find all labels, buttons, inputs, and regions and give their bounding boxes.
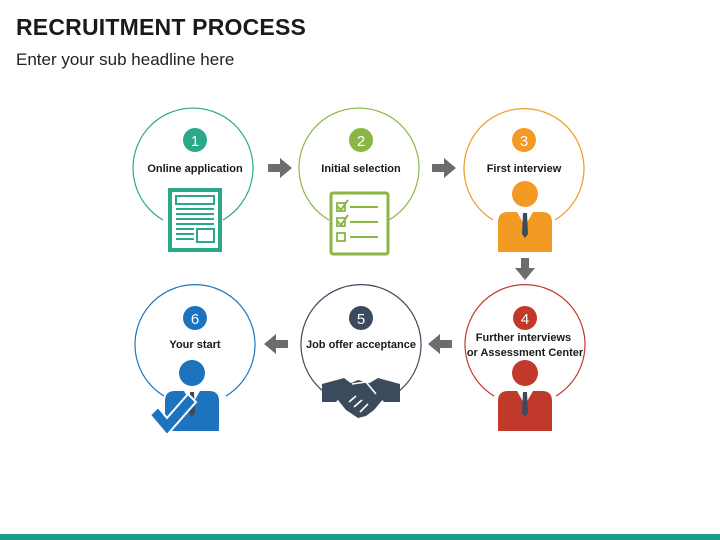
handshake-icon [322,378,400,418]
step-4-number: 4 [521,311,529,328]
document-icon [168,188,222,252]
step-5-ring [300,284,422,397]
step-1-number: 1 [191,133,199,150]
arrow-right-2 [432,158,456,178]
step-5-badge [349,306,373,330]
page-subtitle: Enter your sub headline here [16,50,235,69]
arrow-left-5 [264,334,288,354]
step-4-label: Further interviews or Assessment Center [467,332,584,359]
step-2-number: 2 [357,133,365,150]
step-1: 1 Online application [132,107,254,252]
step-1-ring [132,107,254,221]
step-1-label: Online application [147,163,243,175]
step-4: 4 Further interviews or Assessment Cente… [464,284,586,431]
step-3-badge [512,128,536,152]
step-6: 6 Your start [134,284,256,437]
step-6-badge [183,306,207,330]
person-check-icon [148,360,219,437]
step-3: 3 First interview [463,108,585,252]
step-5: 5 Job offer acceptance [300,284,422,418]
step-4-badge [513,306,537,330]
step-5-label: Job offer acceptance [306,339,416,351]
bottom-accent-bar [0,534,720,540]
step-5-number: 5 [357,311,365,328]
person-orange-icon [498,181,552,252]
step-3-ring [463,108,585,221]
checklist-icon [329,191,390,256]
arrow-down-3 [515,258,535,280]
page-title: RECRUITMENT PROCESS [16,14,307,40]
arrow-right-1 [268,158,292,178]
person-red-icon [498,360,552,431]
step-6-label: Your start [169,339,220,351]
step-3-number: 3 [520,133,528,150]
step-4-ring [464,284,586,397]
step-6-number: 6 [191,311,199,328]
step-6-ring [134,284,256,397]
step-2: 2 Initial selection [298,107,420,256]
step-2-label: Initial selection [321,163,401,175]
step-1-badge [183,128,207,152]
arrow-left-4 [428,334,452,354]
step-2-badge [349,128,373,152]
step-2-ring [298,107,420,221]
step-3-label: First interview [487,163,562,175]
